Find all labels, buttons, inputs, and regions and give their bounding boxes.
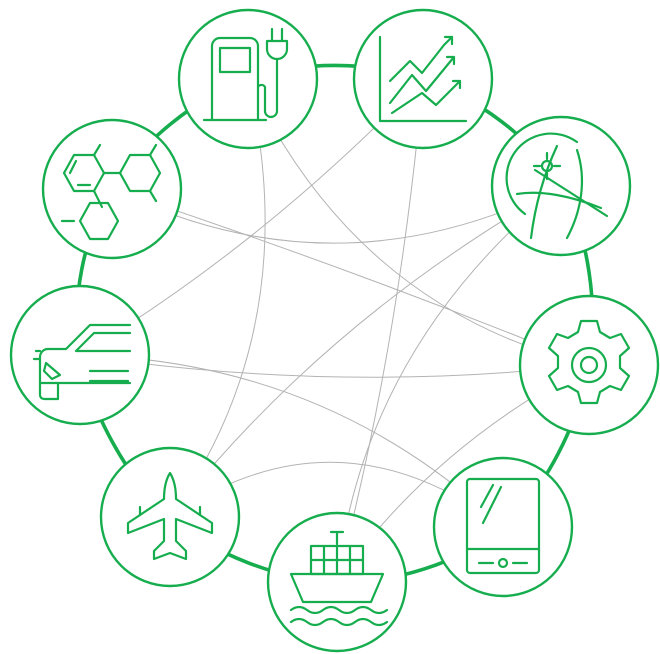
globe-icon [505,132,609,240]
node-plane [99,446,241,588]
node-gear [518,294,660,436]
node-badge [9,284,151,426]
cargo-ship-icon [289,530,389,627]
node-badge [518,294,660,436]
node-tablet [432,456,574,598]
node-badge [41,118,183,260]
outer-ring [75,63,595,584]
tablet-icon [465,477,541,575]
node-molecule [41,118,183,260]
node-growth [352,8,494,150]
node-badge [352,8,494,150]
node-badge [266,511,408,653]
airplane-icon [126,471,214,561]
node-car [9,284,151,426]
connection-line-car-gear [79,354,590,378]
node-fuel [177,8,319,150]
gear-icon [547,319,631,405]
nodes [9,8,660,653]
node-ship [266,511,408,653]
node-badge [99,446,241,588]
car-icon [32,323,132,401]
node-badge [177,8,319,150]
rising-chart-icon [378,35,468,123]
node-badge [432,456,574,598]
node-globe [490,115,632,257]
fuel-pump-ev-charger-icon [202,27,289,122]
molecule-icon [60,143,162,241]
